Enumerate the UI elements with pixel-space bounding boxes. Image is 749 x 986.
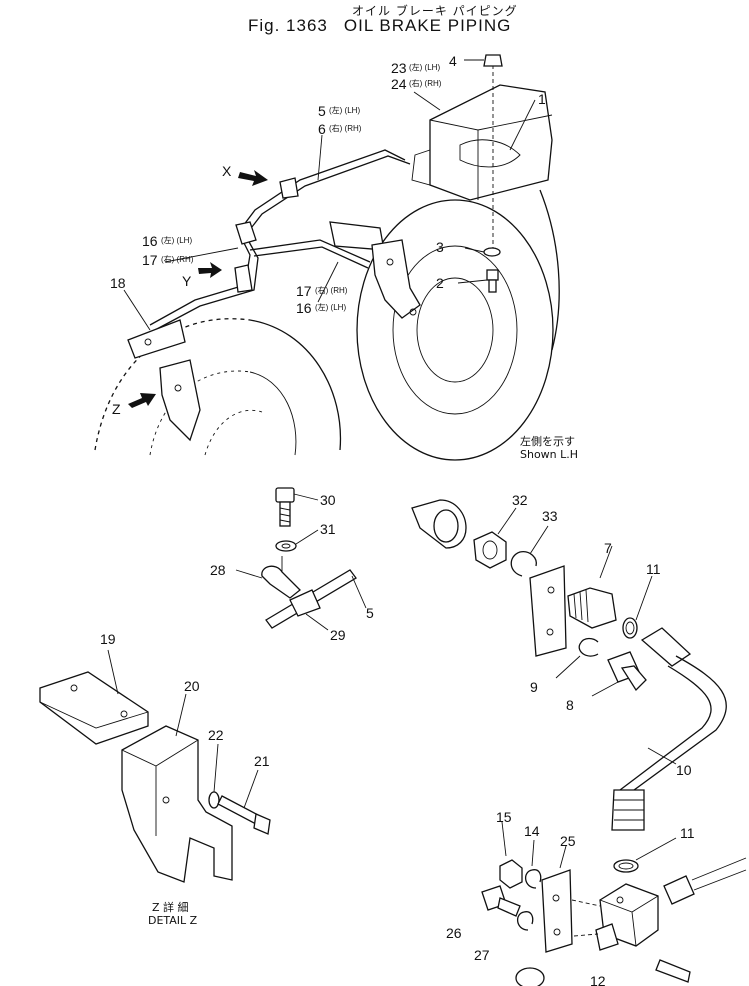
junction-block-part-12 <box>515 857 747 986</box>
callout-part-3: 3 <box>436 239 444 255</box>
callout-part-28: 28 <box>210 562 226 578</box>
callout-part-2: 2 <box>436 275 444 291</box>
callout-part-27: 27 <box>474 947 490 963</box>
callout-part-16-lower: 16 <box>296 300 312 316</box>
o-ring-part-11-upper <box>622 575 653 639</box>
snap-ring-part-27 <box>517 911 534 931</box>
callout-part-24-side: (右) (RH) <box>409 78 442 88</box>
view-arrow-z-label: Z <box>112 401 121 417</box>
callout-part-16-upper-side: (左) (LH) <box>161 235 192 245</box>
rear-tire <box>356 189 560 461</box>
callout-part-19: 19 <box>100 631 116 647</box>
callout-part-17-upper: 17 <box>142 252 158 268</box>
callout-part-23: 23 <box>391 60 407 76</box>
callout-part-29: 29 <box>330 627 346 643</box>
washer-part-22 <box>208 743 220 809</box>
callout-part-25: 25 <box>560 833 576 849</box>
brake-hose-part-10 <box>611 627 727 831</box>
callout-part-32: 32 <box>512 492 528 508</box>
washer-part-31 <box>275 529 319 552</box>
adapter-part-7 <box>567 545 617 629</box>
callout-part-4: 4 <box>449 53 457 69</box>
mounting-bracket-right <box>329 221 421 319</box>
snap-ring-part-9 <box>555 637 599 679</box>
bolt-part-26 <box>481 885 521 917</box>
figure-number: Fig. 1363 <box>248 16 328 35</box>
brake-reservoir <box>411 65 553 250</box>
callout-part-17-upper-side: (右) (RH) <box>161 254 194 264</box>
o-ring-part-11-lower <box>613 837 677 873</box>
view-arrow-x-label: X <box>222 163 232 179</box>
callout-part-9: 9 <box>530 679 538 695</box>
callout-part-31: 31 <box>320 521 336 537</box>
callout-part-20: 20 <box>184 678 200 694</box>
callout-part-17-lower: 17 <box>296 283 312 299</box>
pipe-clip-part-28 <box>235 556 301 599</box>
shown-lh-note-jp: 左側を示す <box>520 435 575 448</box>
figure-title: Fig. 1363 OIL BRAKE PIPING <box>248 16 511 36</box>
snap-ring-part-14 <box>525 839 542 889</box>
callout-part-30: 30 <box>320 492 336 508</box>
callout-part-16-upper: 16 <box>142 233 158 249</box>
bracket-part-19 <box>39 649 149 745</box>
callout-part-21: 21 <box>254 753 270 769</box>
union-fitting <box>411 499 467 549</box>
callout-part-15: 15 <box>496 809 512 825</box>
callout-part-24: 24 <box>391 76 407 92</box>
bolt-part-2 <box>457 269 499 293</box>
callout-part-14: 14 <box>524 823 540 839</box>
cap-nut-part-4 <box>464 54 503 67</box>
bolt-part-30 <box>275 487 319 527</box>
view-arrow-x: X <box>222 163 268 186</box>
figure-subtitle: OIL BRAKE PIPING <box>343 16 512 35</box>
callout-part-12: 12 <box>590 973 606 986</box>
callout-part-18: 18 <box>110 275 126 291</box>
callout-part-26: 26 <box>446 925 462 941</box>
callout-part-6-side: (右) (RH) <box>329 123 362 133</box>
bolt-part-8 <box>591 651 647 697</box>
nut-part-15 <box>499 821 523 889</box>
pipe-part-5-detail <box>265 569 367 631</box>
detail-z-caption-jp: Z 詳 細 <box>152 901 189 914</box>
nut-part-32 <box>473 507 517 569</box>
view-arrow-z: Z <box>112 393 156 417</box>
callout-part-11-lower: 11 <box>680 825 695 841</box>
callout-part-1: 1 <box>538 91 546 107</box>
shown-lh-note: Shown L.H <box>520 448 579 461</box>
bracket-part-20 <box>121 693 233 883</box>
view-arrow-y-label: Y <box>182 273 192 289</box>
snap-ring-part-33 <box>510 525 549 577</box>
callout-part-6: 6 <box>318 121 326 137</box>
callout-part-5-detail: 5 <box>366 605 374 621</box>
view-arrow-y: Y <box>182 262 222 289</box>
callout-part-7: 7 <box>604 540 612 556</box>
callout-part-5-side: (左) (LH) <box>329 105 360 115</box>
callout-part-11-upper: 11 <box>646 561 661 577</box>
callout-part-17-lower-side: (右) (RH) <box>315 285 348 295</box>
figure-title-japanese: オイル ブレーキ パイピング <box>352 4 518 18</box>
callout-part-16-lower-side: (左) (LH) <box>315 302 346 312</box>
callout-part-33: 33 <box>542 508 558 524</box>
bracket-plate-left <box>529 565 567 657</box>
detail-z-caption: DETAIL Z <box>148 914 198 927</box>
bracket-plate-part-25 <box>541 845 573 953</box>
top-leader-lines <box>123 91 536 331</box>
callout-part-8: 8 <box>566 697 574 713</box>
brake-pipe-run <box>149 149 411 331</box>
callout-part-5-top: 5 <box>318 103 326 119</box>
callout-part-22: 22 <box>208 727 224 743</box>
callout-part-23-side: (左) (LH) <box>409 62 440 72</box>
mounting-bracket-left <box>127 319 201 442</box>
callout-part-10: 10 <box>676 762 692 778</box>
bolt-part-21 <box>217 769 271 835</box>
washer-part-3 <box>464 247 501 257</box>
